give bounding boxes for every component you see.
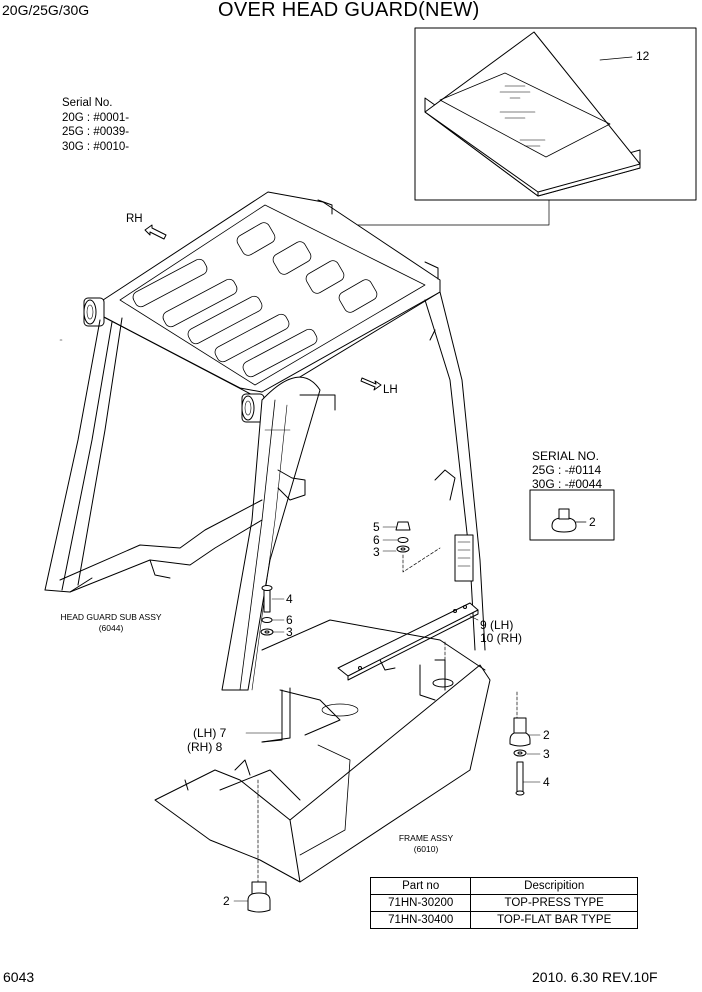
hardware-stack-left [260, 585, 274, 636]
inset-mount-item-2 [529, 489, 615, 541]
callout-12: 12 [636, 49, 650, 63]
callout-2-bottom: 2 [223, 894, 230, 908]
callout-3: 3 [373, 545, 380, 559]
callout-leaders [59, 339, 541, 902]
assy-ref: (6010) [413, 844, 439, 854]
callout-4: 4 [286, 592, 293, 606]
column-header: Descripition [470, 877, 638, 895]
work-lamp-right [241, 393, 265, 423]
serial-heading: SERIAL NO. [532, 449, 599, 463]
callout-6: 6 [286, 613, 293, 627]
rear-pillar [424, 291, 486, 651]
callout-10-rh: 10 (RH) [480, 631, 523, 645]
mounting-bar-7-8 [261, 687, 291, 743]
revision-date: 2010. 6.30 REV.10F [532, 969, 658, 985]
rh-label: RH [126, 213, 143, 225]
callout-5: 5 [373, 520, 380, 534]
serial-heading: Serial No. [62, 97, 113, 109]
serial-line: 30G : -#0044 [532, 477, 603, 491]
front-pillar-left [44, 317, 123, 593]
lh-arrow-icon [360, 377, 382, 391]
callout-9-lh: 9 (LH) [480, 618, 514, 632]
model-label: 20G/25G/30G [2, 2, 90, 18]
inset-box-item-12 [414, 27, 697, 201]
assy-name: HEAD GUARD SUB ASSY [60, 612, 162, 622]
callout-2-inset: 2 [589, 515, 596, 529]
description-cell: TOP-FLAT BAR TYPE [470, 911, 638, 929]
work-lamp-left [83, 297, 105, 327]
page-number: 6043 [3, 969, 35, 985]
front-pillar-right [221, 376, 336, 691]
table-row: 71HN-30400 TOP-FLAT BAR TYPE [369, 911, 638, 929]
frame-assembly [154, 619, 491, 891]
serial-line: 20G : #0001- [62, 111, 130, 124]
bottom-mount [247, 881, 271, 913]
callout-7-lh: (LH) 7 [193, 726, 227, 740]
hardware-stack-center [395, 521, 441, 573]
serial-range-top: Serial No. 20G : #0001- 25G : #0039- 30G… [62, 96, 129, 154]
serial-line: 25G : #0039- [62, 126, 130, 138]
callout-3: 3 [286, 625, 293, 639]
frame-assy-label: FRAME ASSY (6010) [386, 833, 466, 855]
table-header-row: Part no Descripition [369, 877, 638, 895]
callout-2-right: 2 [543, 728, 550, 742]
right-mount-stack [509, 691, 531, 796]
callout-4-right: 4 [543, 775, 550, 789]
assy-ref: (6044) [98, 623, 124, 633]
mounting-bar-9-10 [337, 602, 479, 681]
head-guard-assy-label: HEAD GUARD SUB ASSY (6044) [52, 612, 170, 634]
table-row: 71HN-30200 TOP-PRESS TYPE [369, 894, 638, 912]
assy-name: FRAME ASSY [398, 833, 454, 843]
serial-range-right: SERIAL NO. 25G : -#0114 30G : -#0044 [532, 449, 602, 491]
lh-label: LH [383, 384, 398, 396]
column-header: Part no [369, 877, 472, 895]
parts-table: Part no Descripition 71HN-30200 TOP-PRES… [369, 877, 638, 929]
callout-8-rh: (RH) 8 [187, 740, 223, 754]
part-number-cell: 71HN-30400 [369, 911, 472, 929]
page-title: OVER HEAD GUARD(NEW) [218, 0, 480, 21]
guard-lower-rail [59, 469, 306, 593]
rh-arrow-icon [144, 224, 167, 240]
serial-line: 25G : -#0114 [532, 463, 602, 477]
callout-6: 6 [373, 533, 380, 547]
part-number-cell: 71HN-30200 [369, 894, 472, 912]
canopy-roof [99, 191, 441, 401]
serial-line: 30G : #0010- [62, 140, 130, 153]
callout-3-right: 3 [543, 747, 550, 761]
description-cell: TOP-PRESS TYPE [470, 894, 638, 912]
